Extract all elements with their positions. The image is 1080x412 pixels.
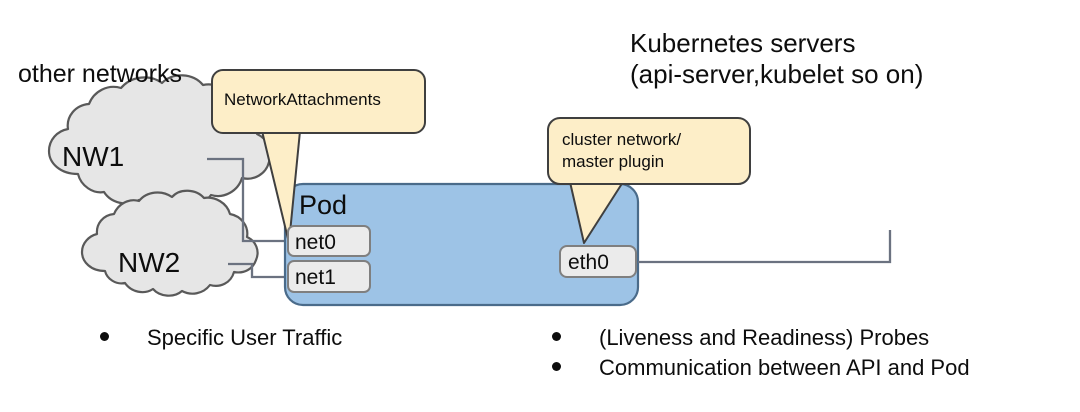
wire-nw2-to-net1 [228,262,289,279]
bullet-label: (Liveness and Readiness) Probes [599,325,930,350]
bullet-dot-icon [100,332,109,341]
wire-eth0-to-k8s-servers [638,230,892,264]
callout-label-network-attachments: NetworkAttachments [224,90,381,109]
pod-label: Pod [299,190,348,220]
bullet-label: Communication between API and Pod [599,355,970,380]
bullet-label: Specific User Traffic [147,325,343,350]
cloud-label-nw2: NW2 [118,247,181,278]
interface-label-eth0: eth0 [568,251,609,274]
bullet-dot-icon [552,332,561,341]
callout-label-cluster-network: cluster network/ master plugin [562,130,682,171]
cloud-nw2 [80,189,259,297]
bullet-dot-icon [552,362,561,371]
cloud-label-nw1: NW1 [62,141,125,172]
bullet-item-right-probes: (Liveness and Readiness) Probes [552,325,929,351]
bullet-item-left-traffic: Specific User Traffic [100,325,342,351]
kubernetes-servers-title: Kubernetes servers (api-server,kubelet s… [630,28,924,89]
interface-label-net1: net1 [295,266,336,289]
wire-nw1-to-net0 [207,157,289,243]
other-networks-label: other networks [18,60,182,88]
interface-label-net0: net0 [295,231,336,254]
bullet-item-right-communication: Communication between API and Pod [552,355,970,381]
